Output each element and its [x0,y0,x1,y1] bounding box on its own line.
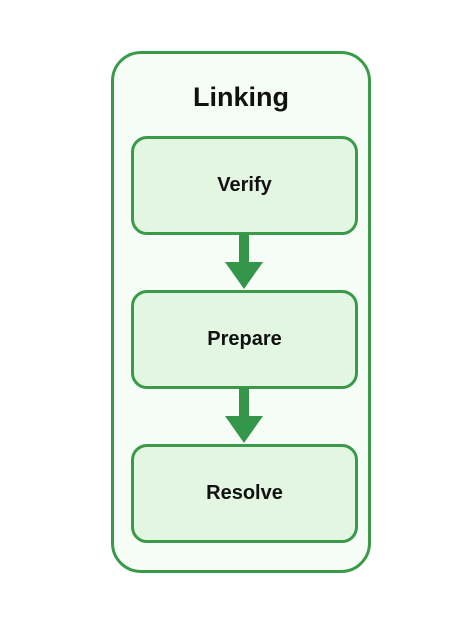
step-prepare: Prepare [131,290,358,389]
group-title: Linking [193,82,289,112]
arrow-down-icon [225,388,263,443]
step-label: Verify [217,174,272,196]
arrow-down-icon [225,234,263,289]
step-label: Prepare [207,328,282,350]
step-verify: Verify [131,136,358,235]
step-label: Resolve [206,482,283,504]
linking-group: Linking Verify Prepare Resolve [111,51,371,573]
step-resolve: Resolve [131,444,358,543]
